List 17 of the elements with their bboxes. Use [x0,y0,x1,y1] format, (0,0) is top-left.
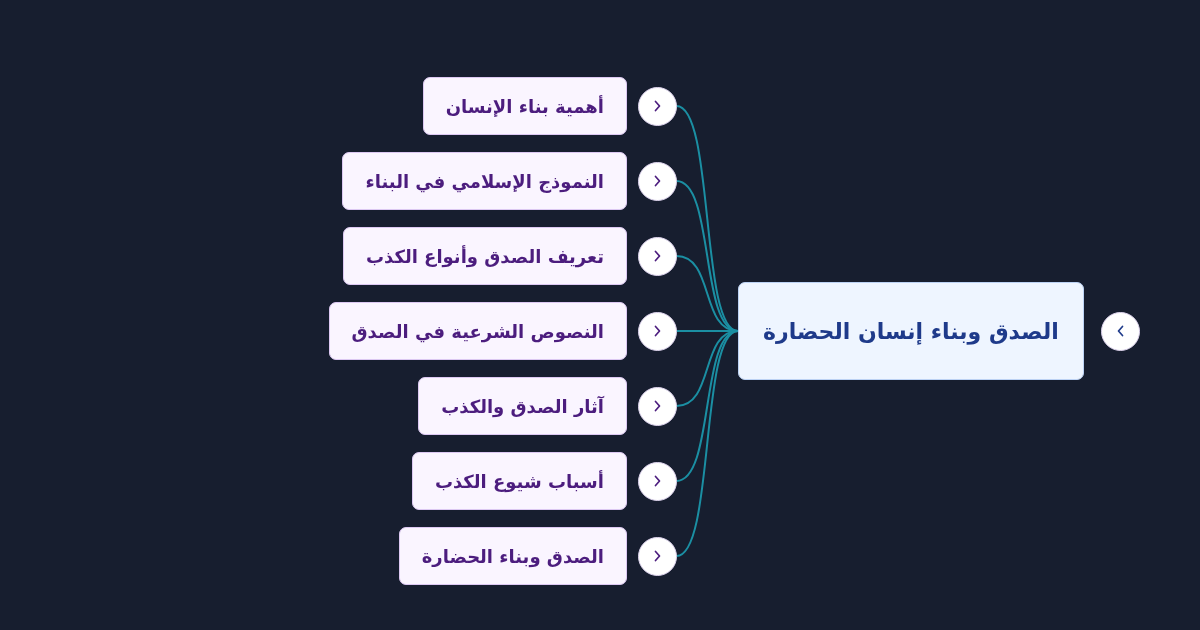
toggle-button [637,86,677,126]
subtopic-box: الصدق وبناء الحضارة [398,527,627,585]
subtopic-box: تعريف الصدق وأنواع الكذب [342,227,627,285]
toggle-button [1100,311,1140,351]
toggle-button [637,236,677,276]
subtopic-box: آثار الصدق والكذب [418,377,627,435]
subtopic-box: أسباب شيوع الكذب [411,452,627,510]
subtopic-box: النموذج الإسلامي في البناء [342,152,627,210]
subtopic-box: أهمية بناء الإنسان [422,77,627,135]
toggle-button [637,461,677,501]
toggle-button [637,161,677,201]
topic-box: الصدق وبناء إنسان الحضارة [738,282,1084,380]
toggle-button [637,536,677,576]
toggle-button [637,386,677,426]
connector-line [675,330,739,557]
subtopic-box: النصوص الشرعية في الصدق [328,302,627,360]
toggle-button [637,311,677,351]
